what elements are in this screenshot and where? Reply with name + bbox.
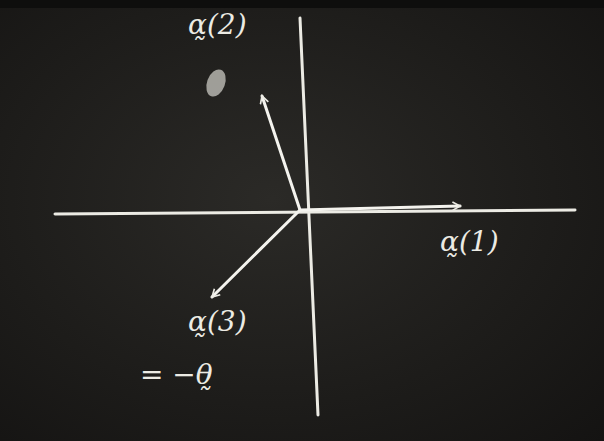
vector-arrow <box>300 206 460 210</box>
board-edge <box>0 0 604 8</box>
equation-note: = −θ̰ <box>140 358 213 392</box>
vertical-axis <box>300 18 318 415</box>
vector-label: α̰(3) <box>188 305 247 339</box>
chalk-smudge <box>203 67 229 99</box>
vector-label: α̰(1) <box>440 225 499 259</box>
vector-arrow <box>262 96 300 210</box>
vector-label: α̰(2) <box>188 8 247 42</box>
vector-arrow <box>212 210 300 297</box>
